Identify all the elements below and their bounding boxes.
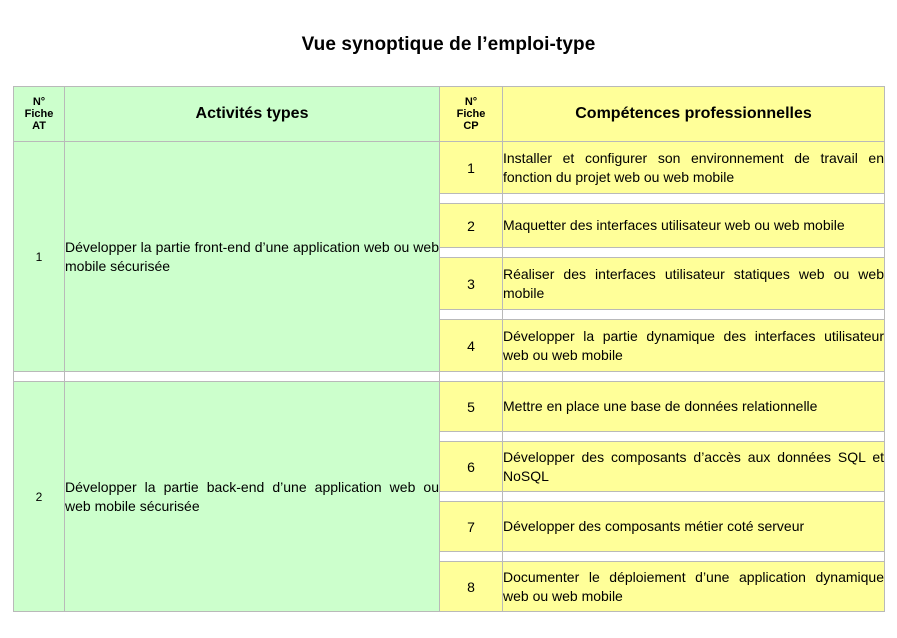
competence-label: Développer des composants métier coté se… xyxy=(502,501,885,552)
competence-label: Installer et configurer son environnemen… xyxy=(502,141,885,194)
competence-number: 8 xyxy=(439,561,503,612)
synoptic-table: N° Fiche AT Activités types N° Fiche CP … xyxy=(13,86,885,612)
spacer-cell xyxy=(502,431,885,442)
table-row: 8 Documenter le déploiement d’une applic… xyxy=(14,561,885,612)
spacer-cell xyxy=(502,371,885,382)
table-row: 3 Réaliser des interfaces utilisateur st… xyxy=(14,257,885,310)
table-row: 6 Développer des composants d’accès aux … xyxy=(14,441,885,492)
spacer-cell xyxy=(502,193,885,204)
spacer-cell xyxy=(502,309,885,320)
activity-number: 1 xyxy=(13,141,65,372)
header-cp-number: N° Fiche CP xyxy=(439,86,503,142)
competence-label: Maquetter des interfaces utilisateur web… xyxy=(502,203,885,248)
header-at-line: Fiche xyxy=(24,108,54,120)
spacer-cell xyxy=(439,193,503,204)
header-activities: Activités types xyxy=(64,86,440,142)
spacer-cell xyxy=(439,431,503,442)
competence-label: Réaliser des interfaces utilisateur stat… xyxy=(502,257,885,310)
table-row: 2 Maquetter des interfaces utilisateur w… xyxy=(14,203,885,248)
competence-label: Mettre en place une base de données rela… xyxy=(502,381,885,432)
spacer-cell xyxy=(64,371,440,382)
table-row: 1 Développer la partie front-end d’une a… xyxy=(13,141,885,372)
activity-label: Développer la partie front-end d’une app… xyxy=(64,141,440,372)
competence-label: Développer des composants d’accès aux do… xyxy=(502,441,885,492)
activity-label: Développer la partie back-end d’une appl… xyxy=(64,381,440,612)
header-cp-line: N° xyxy=(464,96,478,108)
spacer-cell xyxy=(502,247,885,258)
spacer-cell xyxy=(439,247,503,258)
spacer-cell xyxy=(439,309,503,320)
competence-number: 6 xyxy=(439,441,503,492)
header-competences: Compétences professionnelles xyxy=(502,86,885,142)
competence-number: 3 xyxy=(439,257,503,310)
spacer-cell xyxy=(13,371,65,382)
table-row: 4 Développer la partie dynamique des int… xyxy=(14,319,885,372)
spacer-cell xyxy=(502,551,885,562)
competence-label: Documenter le déploiement d’une applicat… xyxy=(502,561,885,612)
spacer-cell xyxy=(439,371,503,382)
header-cp-line: CP xyxy=(463,120,479,132)
spacer-cell xyxy=(439,491,503,502)
competence-number: 5 xyxy=(439,381,503,432)
activity-number: 2 xyxy=(13,381,65,612)
competence-number: 1 xyxy=(439,141,503,194)
header-cp-line: Fiche xyxy=(456,108,486,120)
header-at-line: AT xyxy=(32,120,46,132)
spacer-cell xyxy=(439,551,503,562)
header-at-line: N° xyxy=(32,96,46,108)
spacer-cell xyxy=(502,491,885,502)
page-title: Vue synoptique de l’emploi-type xyxy=(301,34,596,55)
table-header-row: N° Fiche AT Activités types N° Fiche CP … xyxy=(13,86,885,142)
competence-label: Développer la partie dynamique des inter… xyxy=(502,319,885,372)
competence-number: 4 xyxy=(439,319,503,372)
competence-number: 7 xyxy=(439,501,503,552)
header-at-number: N° Fiche AT xyxy=(13,86,65,142)
row-spacer xyxy=(13,371,885,382)
competence-number: 2 xyxy=(439,203,503,248)
table-row: 2 Développer la partie back-end d’une ap… xyxy=(13,381,885,612)
